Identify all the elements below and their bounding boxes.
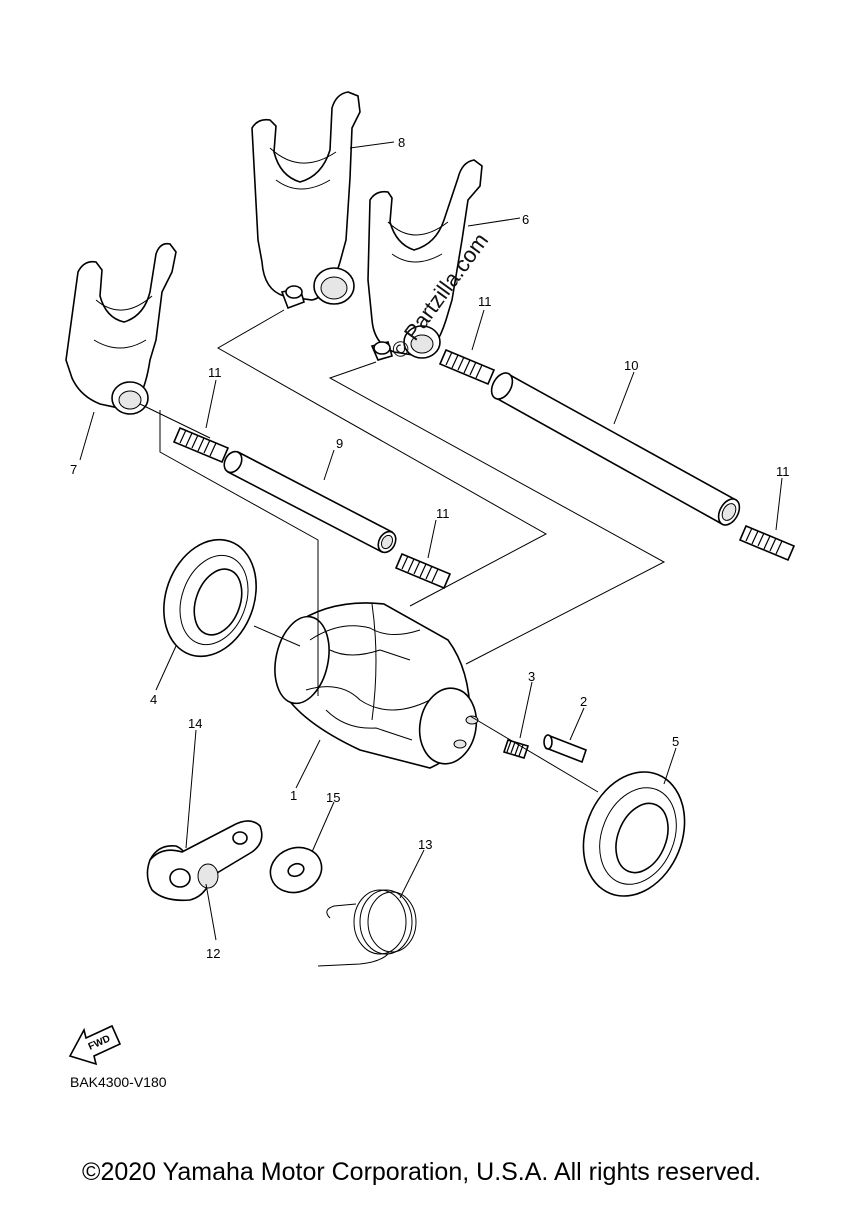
shift-fork-8[interactable] [251, 91, 361, 310]
callout-14: 14 [188, 716, 202, 731]
callout-11b: 11 [478, 294, 492, 309]
stopper-lever-12[interactable] [146, 820, 263, 902]
copyright-footer: ©2020 Yamaha Motor Corporation, U.S.A. A… [82, 1158, 761, 1186]
callout-13: 13 [418, 837, 432, 852]
circlip-11b[interactable] [438, 348, 496, 386]
callout-12: 12 [206, 946, 220, 961]
circlip-11a[interactable] [172, 426, 230, 464]
callout-6: 6 [522, 212, 529, 227]
callout-15: 15 [326, 790, 340, 805]
shift-fork-guide-bar-10[interactable] [487, 369, 743, 528]
leader-lines [79, 141, 783, 941]
callout-1: 1 [290, 788, 297, 803]
callout-labels: 8 6 7 9 10 11 11 11 11 4 1 3 2 5 14 15 1… [70, 135, 790, 961]
fwd-arrow-icon: FWD [68, 1024, 122, 1066]
callout-5: 5 [672, 734, 679, 749]
callout-2: 2 [580, 694, 587, 709]
callout-10: 10 [624, 358, 638, 373]
shift-fork-guide-bar-9[interactable] [221, 449, 399, 556]
callout-11a: 11 [208, 365, 222, 380]
shift-drum-1[interactable] [267, 602, 482, 769]
circlip-11d[interactable] [738, 524, 796, 562]
bearing-5[interactable] [566, 757, 703, 912]
callout-9: 9 [336, 436, 343, 451]
callout-11c: 11 [436, 506, 450, 521]
callout-4: 4 [150, 692, 157, 707]
washer-15[interactable] [264, 840, 328, 899]
shift-fork-7[interactable] [65, 242, 177, 415]
bearing-4[interactable] [148, 527, 272, 670]
shift-fork-6[interactable] [367, 159, 483, 361]
callout-3: 3 [528, 669, 535, 684]
diagram-code: BAK4300-V180 [70, 1074, 167, 1090]
callout-7: 7 [70, 462, 77, 477]
callout-11d: 11 [776, 464, 790, 479]
torsion-spring-13[interactable] [317, 889, 417, 967]
pin-2[interactable] [543, 734, 587, 764]
pin-3[interactable] [502, 739, 530, 759]
circlip-11c[interactable] [394, 552, 452, 590]
callout-8: 8 [398, 135, 405, 150]
